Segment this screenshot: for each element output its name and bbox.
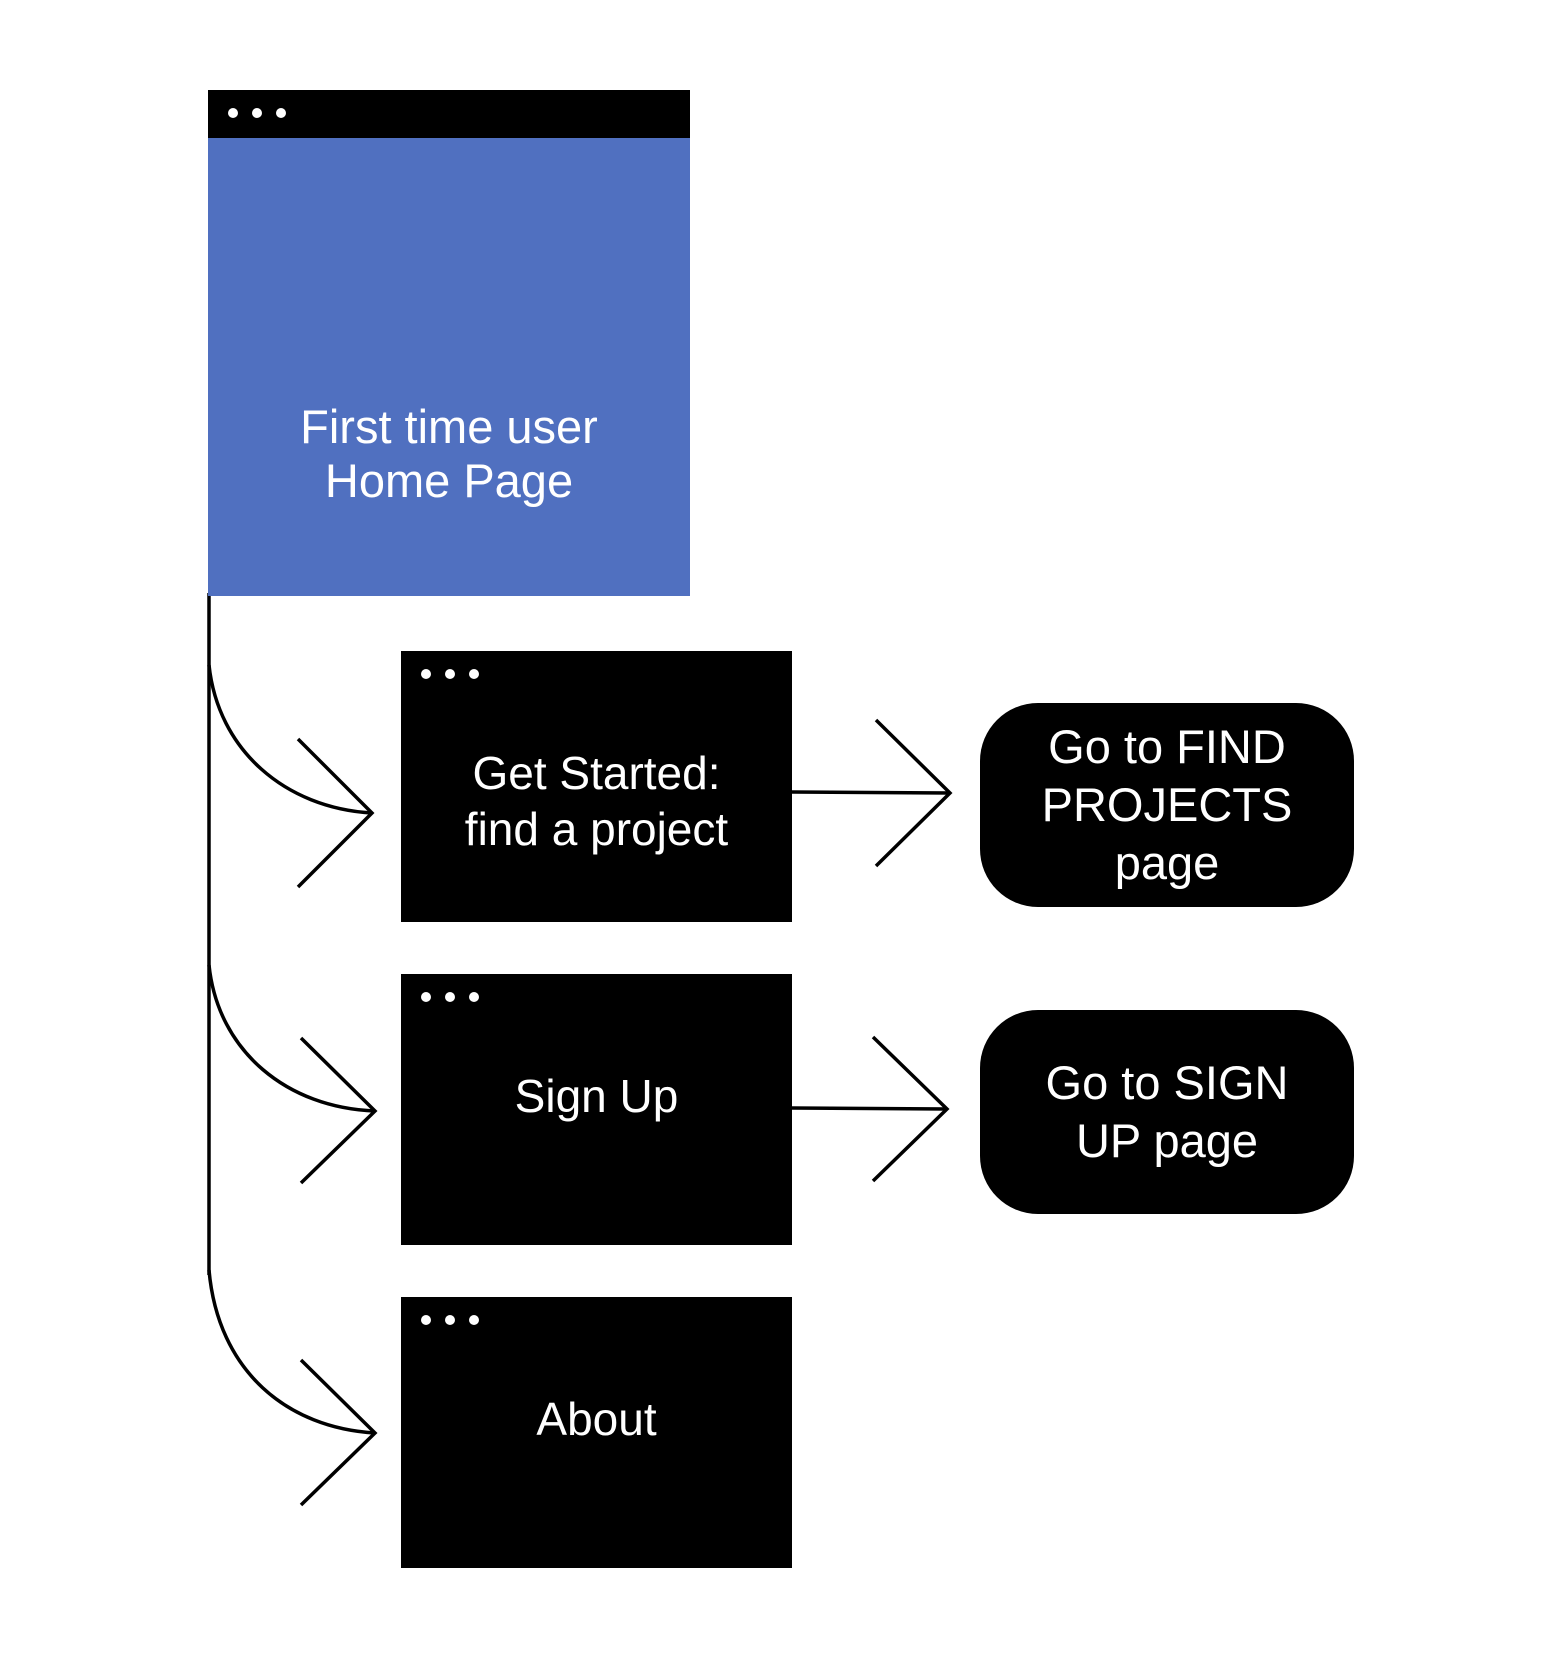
branch-curve-get-started bbox=[207, 664, 373, 815]
branch-arrowhead-sign-up bbox=[299, 1036, 378, 1185]
sign-up-page-label-line1: Go to SIGN bbox=[1045, 1056, 1289, 1109]
branch-arrowhead-get-started bbox=[296, 737, 375, 889]
dot-icon bbox=[469, 669, 479, 679]
dot-icon bbox=[421, 992, 431, 1002]
dot-icon bbox=[469, 1315, 479, 1325]
home-page-label-line2: Home Page bbox=[324, 454, 574, 507]
arrow-head-find-projects bbox=[874, 718, 953, 868]
window-dots-icon bbox=[421, 1315, 479, 1325]
sign-up-page-label-line2: UP page bbox=[1075, 1114, 1259, 1167]
dot-icon bbox=[421, 669, 431, 679]
home-page-label: First time user Home Page bbox=[208, 400, 690, 508]
dot-icon bbox=[445, 1315, 455, 1325]
branch-arrowhead-about bbox=[299, 1358, 378, 1507]
sign-up-page-destination[interactable]: Go to SIGN UP page bbox=[980, 1010, 1354, 1214]
find-projects-label-line3: page bbox=[1114, 836, 1220, 889]
arrow-shaft-find-projects bbox=[791, 790, 951, 795]
sign-up-window[interactable]: Sign Up bbox=[401, 974, 792, 1245]
dot-icon bbox=[228, 108, 238, 118]
window-dots-icon bbox=[421, 669, 479, 679]
find-projects-label: Go to FIND PROJECTS page bbox=[997, 718, 1337, 892]
window-dots-icon bbox=[228, 108, 286, 118]
find-projects-destination[interactable]: Go to FIND PROJECTS page bbox=[980, 703, 1354, 907]
sign-up-label-text: Sign Up bbox=[514, 1070, 679, 1122]
home-page-label-line1: First time user bbox=[300, 400, 598, 453]
get-started-window[interactable]: Get Started: find a project bbox=[401, 651, 792, 922]
dot-icon bbox=[469, 992, 479, 1002]
home-page-body bbox=[208, 138, 690, 596]
branch-curve-about bbox=[207, 1269, 376, 1435]
dot-icon bbox=[445, 669, 455, 679]
dot-icon bbox=[421, 1315, 431, 1325]
dot-icon bbox=[252, 108, 262, 118]
arrow-head-sign-up-page bbox=[871, 1035, 950, 1183]
about-label-text: About bbox=[536, 1393, 657, 1445]
about-label: About bbox=[401, 1391, 792, 1447]
sign-up-page-label: Go to SIGN UP page bbox=[997, 1054, 1337, 1170]
get-started-label-line1: Get Started: bbox=[472, 747, 721, 799]
sign-up-label: Sign Up bbox=[401, 1068, 792, 1124]
dot-icon bbox=[276, 108, 286, 118]
arrow-shaft-sign-up-page bbox=[791, 1106, 948, 1111]
dot-icon bbox=[445, 992, 455, 1002]
get-started-label: Get Started: find a project bbox=[401, 745, 792, 857]
window-dots-icon bbox=[421, 992, 479, 1002]
branch-curve-sign-up bbox=[207, 964, 376, 1113]
home-page-window[interactable]: First time user Home Page bbox=[208, 90, 690, 596]
find-projects-label-line2: PROJECTS bbox=[1041, 778, 1293, 831]
get-started-label-line2: find a project bbox=[464, 803, 729, 855]
find-projects-label-line1: Go to FIND bbox=[1048, 720, 1286, 773]
about-window[interactable]: About bbox=[401, 1297, 792, 1568]
